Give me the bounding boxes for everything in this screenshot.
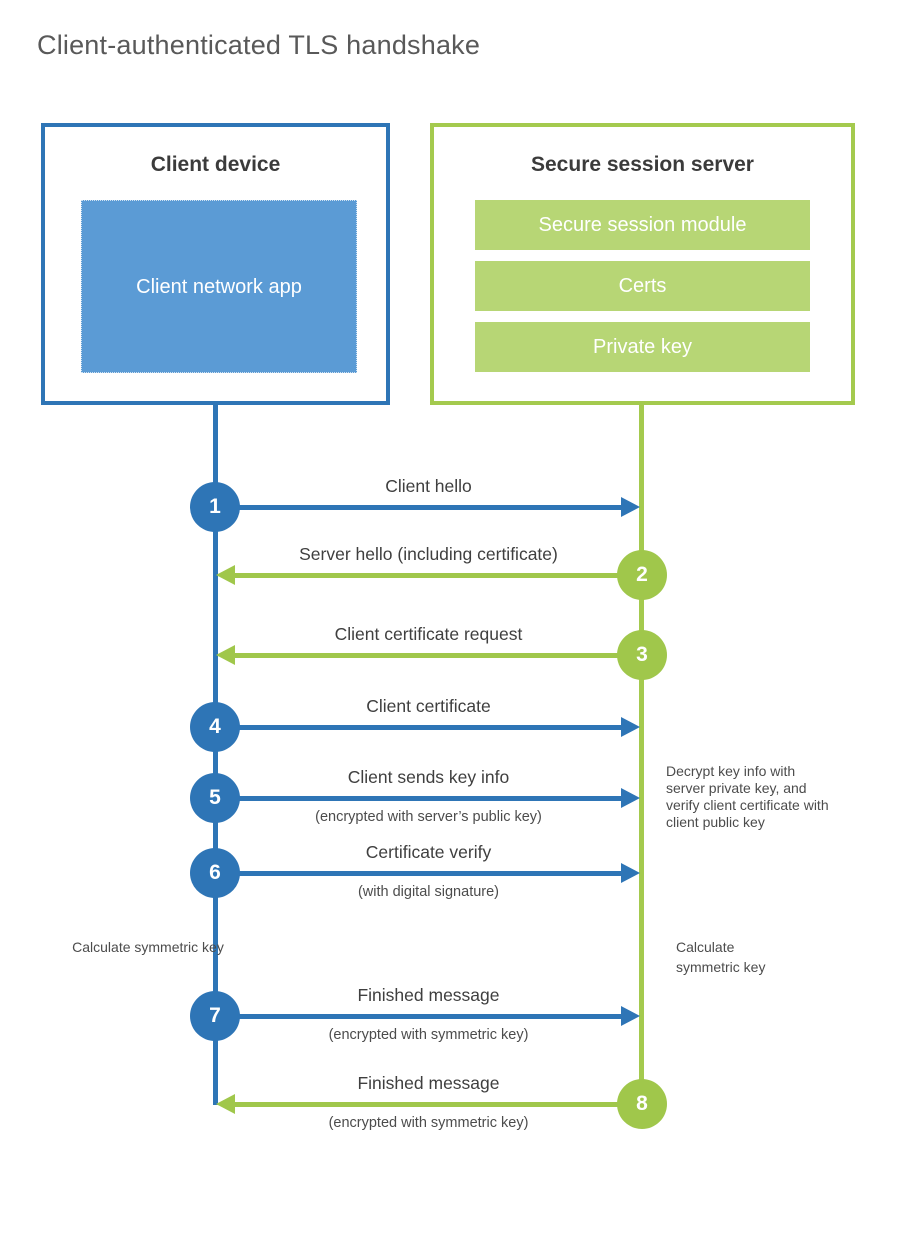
client-lifeline xyxy=(213,405,218,1105)
step-7-label: Finished message xyxy=(357,985,500,1005)
step-3-badge: 3 xyxy=(617,630,667,680)
arrow-shaft xyxy=(216,871,622,876)
step-5-label: Client sends key info xyxy=(347,767,510,787)
step-1-label: Client hello xyxy=(385,476,472,496)
decrypt-key-info-note: Decrypt key info with server private key… xyxy=(666,763,829,830)
server-module-certs: Certs xyxy=(475,261,810,311)
arrow-right-icon xyxy=(621,497,640,517)
arrow-right-icon xyxy=(621,1006,640,1026)
client-device-box: Client device Client network app xyxy=(41,123,390,405)
step-1-badge: 1 xyxy=(190,482,240,532)
arrow-shaft xyxy=(216,725,622,730)
server-box: Secure session server Secure session mod… xyxy=(430,123,855,405)
step-7-sublabel: (encrypted with symmetric key) xyxy=(328,1027,529,1043)
server-module-private-key: Private key xyxy=(475,322,810,372)
calculate-symmetric-key-note-server: Calculate symmetric key xyxy=(676,939,766,975)
client-network-app-label: Client network app xyxy=(136,275,302,298)
step-6-label: Certificate verify xyxy=(365,842,492,862)
arrow-left-icon xyxy=(216,645,235,665)
step-4-label: Client certificate xyxy=(366,696,491,716)
arrow-right-icon xyxy=(621,863,640,883)
step-2-label: Server hello (including certificate) xyxy=(299,544,558,564)
step-8-label: Finished message xyxy=(357,1073,500,1093)
server-module-secure-session: Secure session module xyxy=(475,200,810,250)
arrow-right-icon xyxy=(621,717,640,737)
step-3-label: Client certificate request xyxy=(334,624,523,644)
client-device-heading: Client device xyxy=(150,153,281,176)
arrow-right-icon xyxy=(621,788,640,808)
page-title: Client-authenticated TLS handshake xyxy=(37,30,481,60)
step-6-sublabel: (with digital signature) xyxy=(357,884,500,900)
server-heading: Secure session server xyxy=(531,153,754,176)
arrow-left-icon xyxy=(216,565,235,585)
step-4-badge: 4 xyxy=(190,702,240,752)
step-5-sublabel: (encrypted with server’s public key) xyxy=(315,809,542,825)
step-7-badge: 7 xyxy=(190,991,240,1041)
arrow-shaft xyxy=(234,653,641,658)
calculate-symmetric-key-note-client: Calculate symmetric key xyxy=(72,939,224,955)
step-2-badge: 2 xyxy=(617,550,667,600)
client-network-app-box: Client network app xyxy=(81,200,357,373)
arrow-shaft xyxy=(234,573,641,578)
arrow-shaft xyxy=(216,796,622,801)
step-8-badge: 8 xyxy=(617,1079,667,1129)
step-8-sublabel: (encrypted with symmetric key) xyxy=(328,1115,529,1131)
arrow-shaft xyxy=(216,1014,622,1019)
server-lifeline xyxy=(639,405,644,1105)
arrow-left-icon xyxy=(216,1094,235,1114)
step-6-badge: 6 xyxy=(190,848,240,898)
arrow-shaft xyxy=(216,505,622,510)
arrow-shaft xyxy=(234,1102,641,1107)
step-5-badge: 5 xyxy=(190,773,240,823)
